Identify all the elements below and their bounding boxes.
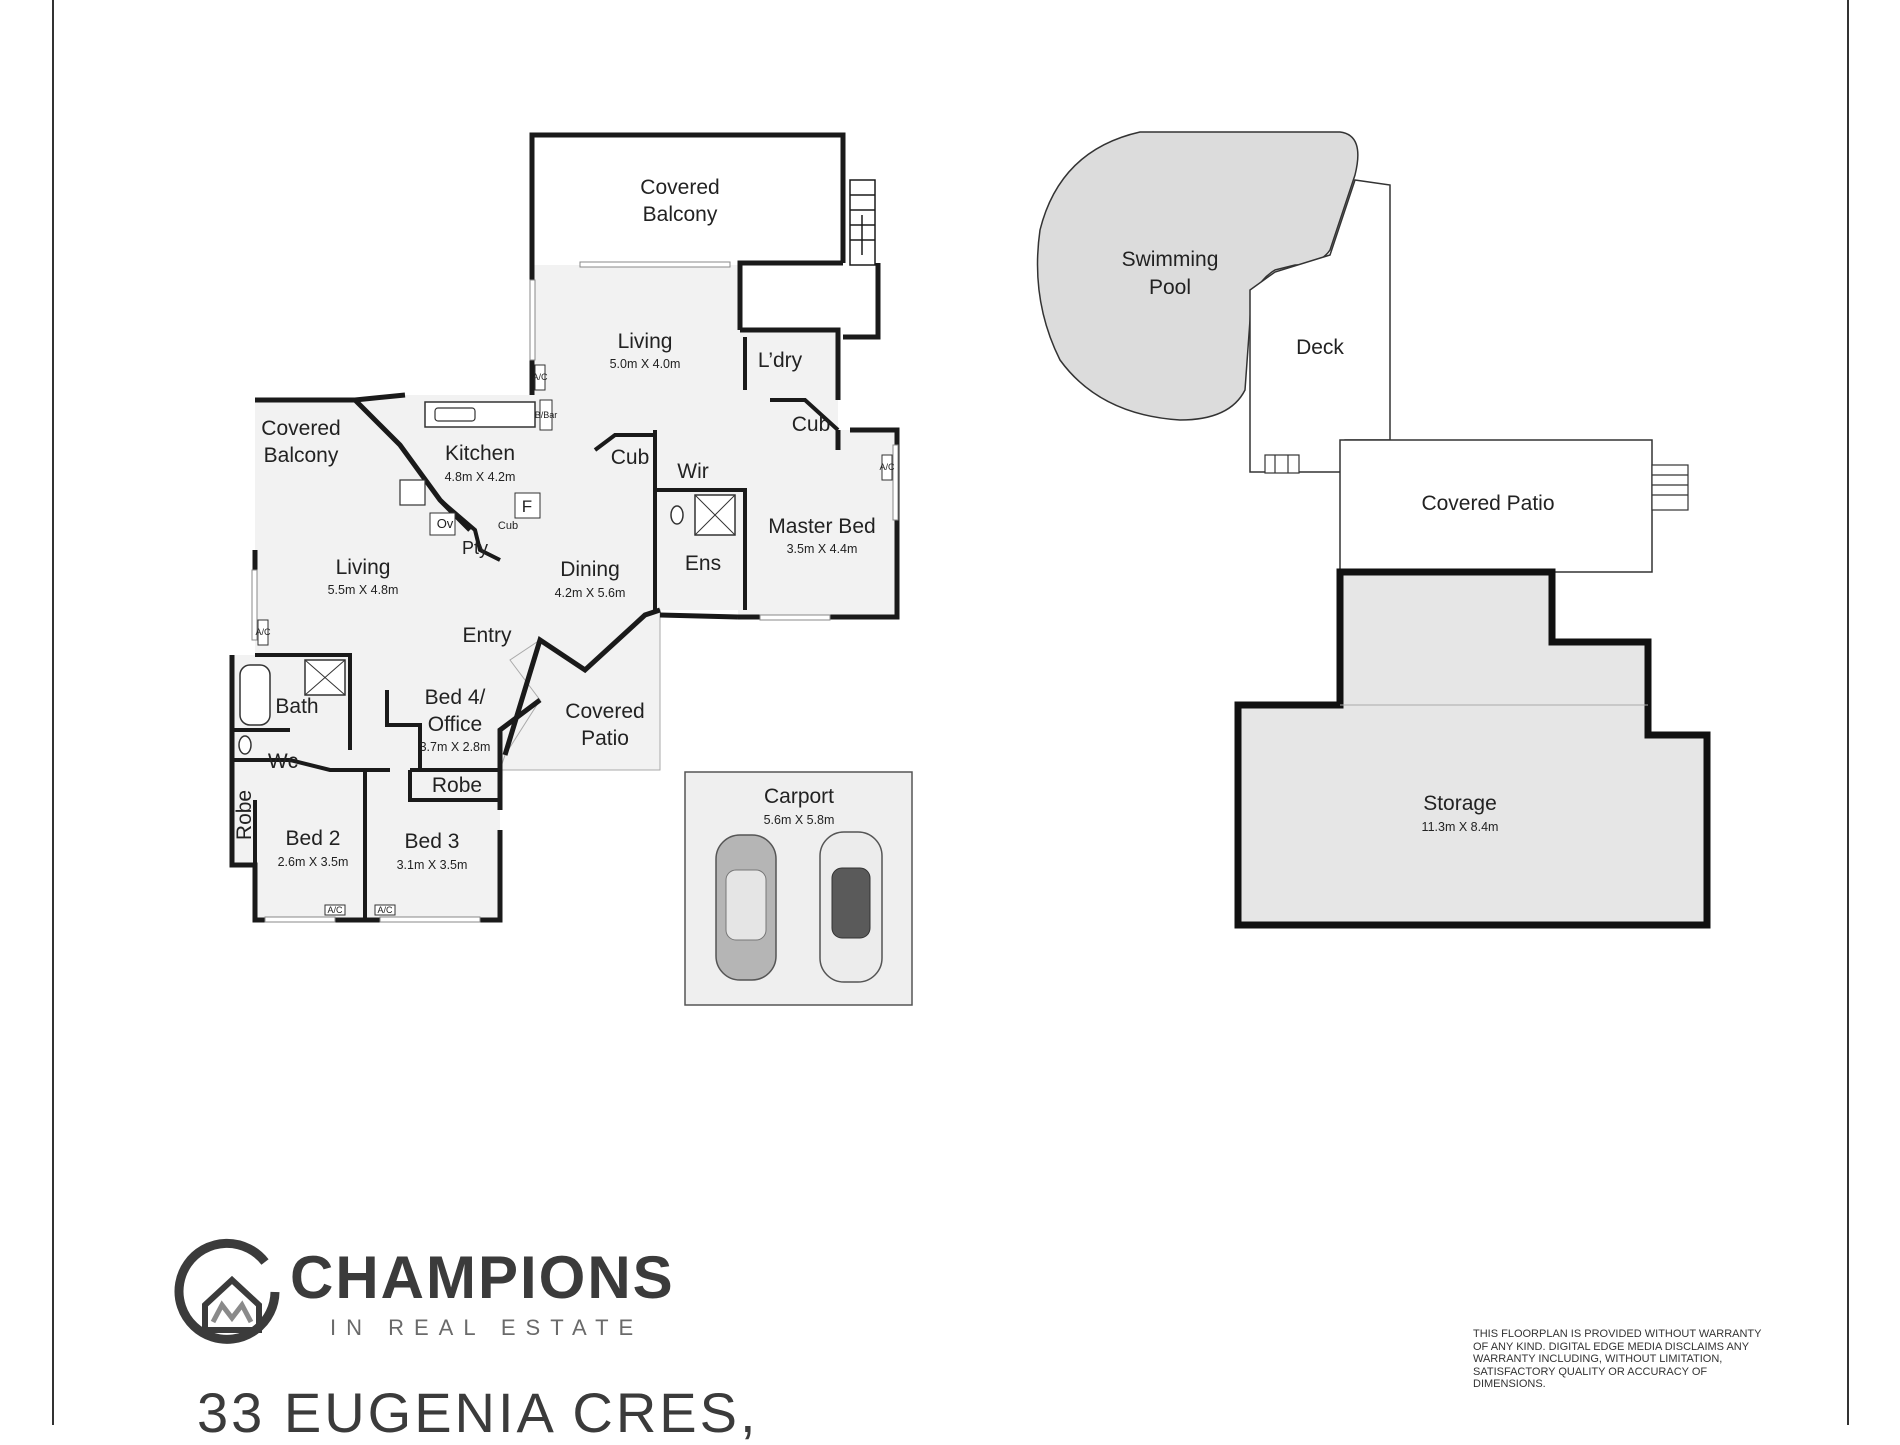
- living-top-label: Living: [618, 330, 673, 353]
- stairs-top-icon: [849, 179, 876, 266]
- interior-walls: [232, 337, 840, 920]
- carport-label: Carport: [764, 785, 834, 808]
- toilet-icon: [238, 735, 252, 755]
- covered-patio-rear-label: Covered Patio: [1421, 492, 1554, 515]
- living-top-dims: 5.0m X 4.0m: [610, 357, 681, 371]
- car-icon: [819, 831, 883, 983]
- covered-balcony-left-label-2: Balcony: [264, 444, 339, 467]
- rear-plan: Swimming Pool Deck Covered Patio Storage…: [1036, 131, 1711, 929]
- car-icon: [715, 834, 777, 981]
- bath-label: Bath: [275, 695, 318, 718]
- house-plan: A/C A/C A/C A/C A/C B/Bar Ov F Cub Cover…: [229, 132, 900, 923]
- cub-kitchen-label: Cub: [611, 446, 650, 469]
- covered-balcony-top-label-1: Covered: [640, 176, 719, 199]
- ens-label: Ens: [685, 552, 721, 575]
- covered-balcony-top-area: [532, 135, 878, 337]
- brand-name: CHAMPIONS: [290, 1244, 675, 1311]
- covered-patio-rear-area: [1339, 439, 1653, 573]
- bed3-label: Bed 3: [405, 830, 460, 853]
- storage-label: Storage: [1423, 792, 1497, 815]
- deck-label: Deck: [1296, 336, 1344, 359]
- storage-shape: [1234, 568, 1711, 929]
- carport: Carport 5.6m X 5.8m: [684, 771, 913, 1006]
- oven-box: [429, 512, 456, 536]
- covered-balcony-left-label-1: Covered: [261, 417, 340, 440]
- kitchen-label: Kitchen: [445, 442, 515, 465]
- ac-label: A/C: [377, 905, 393, 915]
- covered-patio-front-label-1: Covered: [565, 700, 644, 723]
- laundry-label: L’dry: [758, 349, 803, 372]
- stairs-rear-icon: [1651, 464, 1689, 511]
- bed2-dims: 2.6m X 3.5m: [278, 855, 349, 869]
- fridge-box: [514, 492, 541, 519]
- bbar-label: B/Bar: [535, 410, 558, 420]
- swimming-pool-label-1: Swimming: [1122, 248, 1219, 271]
- cub-laundry-label: Cub: [792, 413, 831, 436]
- living-left-label: Living: [336, 556, 391, 579]
- cooktop-icon: [399, 479, 426, 506]
- bed2-label: Bed 2: [286, 827, 341, 850]
- ac-label: A/C: [327, 905, 343, 915]
- sink-icon: [434, 407, 476, 422]
- windows: [251, 261, 899, 923]
- fridge-label: F: [522, 497, 532, 516]
- disclaimer-text: This floorplan is provided without warra…: [1473, 1328, 1762, 1390]
- bed3-dims: 3.1m X 3.5m: [397, 858, 468, 872]
- ac-label: A/C: [879, 462, 895, 472]
- robe-bed2-label: Robe: [233, 790, 256, 840]
- bathtub-icon: [239, 664, 271, 726]
- bed4-dims: 3.7m X 2.8m: [420, 740, 491, 754]
- swimming-pool-label-2: Pool: [1149, 276, 1191, 299]
- pantry-label: Pty: [462, 538, 488, 558]
- master-bed-dims: 3.5m X 4.4m: [787, 542, 858, 556]
- bed4-label-1: Bed 4/: [425, 686, 486, 709]
- ac-label: A/C: [255, 627, 271, 637]
- covered-balcony-top-label-2: Balcony: [643, 203, 718, 226]
- ensuite-toilet-icon: [670, 505, 684, 525]
- ac-label: A/C: [532, 372, 548, 382]
- robe-bed4-label: Robe: [432, 774, 482, 797]
- storage-dims: 11.3m X 8.4m: [1422, 820, 1499, 834]
- ac-tags: [257, 364, 893, 916]
- wc-label: Wc: [268, 750, 298, 773]
- living-left-dims: 5.5m X 4.8m: [328, 583, 399, 597]
- dining-dims: 4.2m X 5.6m: [555, 586, 626, 600]
- swimming-pool-shape: [1036, 131, 1359, 421]
- interior-fill: [232, 265, 897, 920]
- property-address: 33 EUGENIA CRES,: [197, 1381, 759, 1444]
- cub-small-label: Cub: [498, 520, 518, 532]
- kitchen-dims: 4.8m X 4.2m: [445, 470, 516, 484]
- deck-shape: [1249, 179, 1391, 473]
- covered-patio-front-label-2: Patio: [581, 727, 629, 750]
- bed4-label-2: Office: [428, 713, 482, 736]
- champions-logo-icon: [174, 1238, 280, 1344]
- entry-label: Entry: [462, 624, 512, 647]
- carport-dims: 5.6m X 5.8m: [764, 813, 835, 827]
- brand-tagline: IN REAL ESTATE: [330, 1315, 644, 1340]
- wir-label: Wir: [677, 460, 708, 483]
- master-bed-label: Master Bed: [768, 515, 875, 538]
- oven-label: Ov: [437, 516, 454, 531]
- stairs-deck-icon: [1264, 454, 1300, 474]
- dining-label: Dining: [560, 558, 620, 581]
